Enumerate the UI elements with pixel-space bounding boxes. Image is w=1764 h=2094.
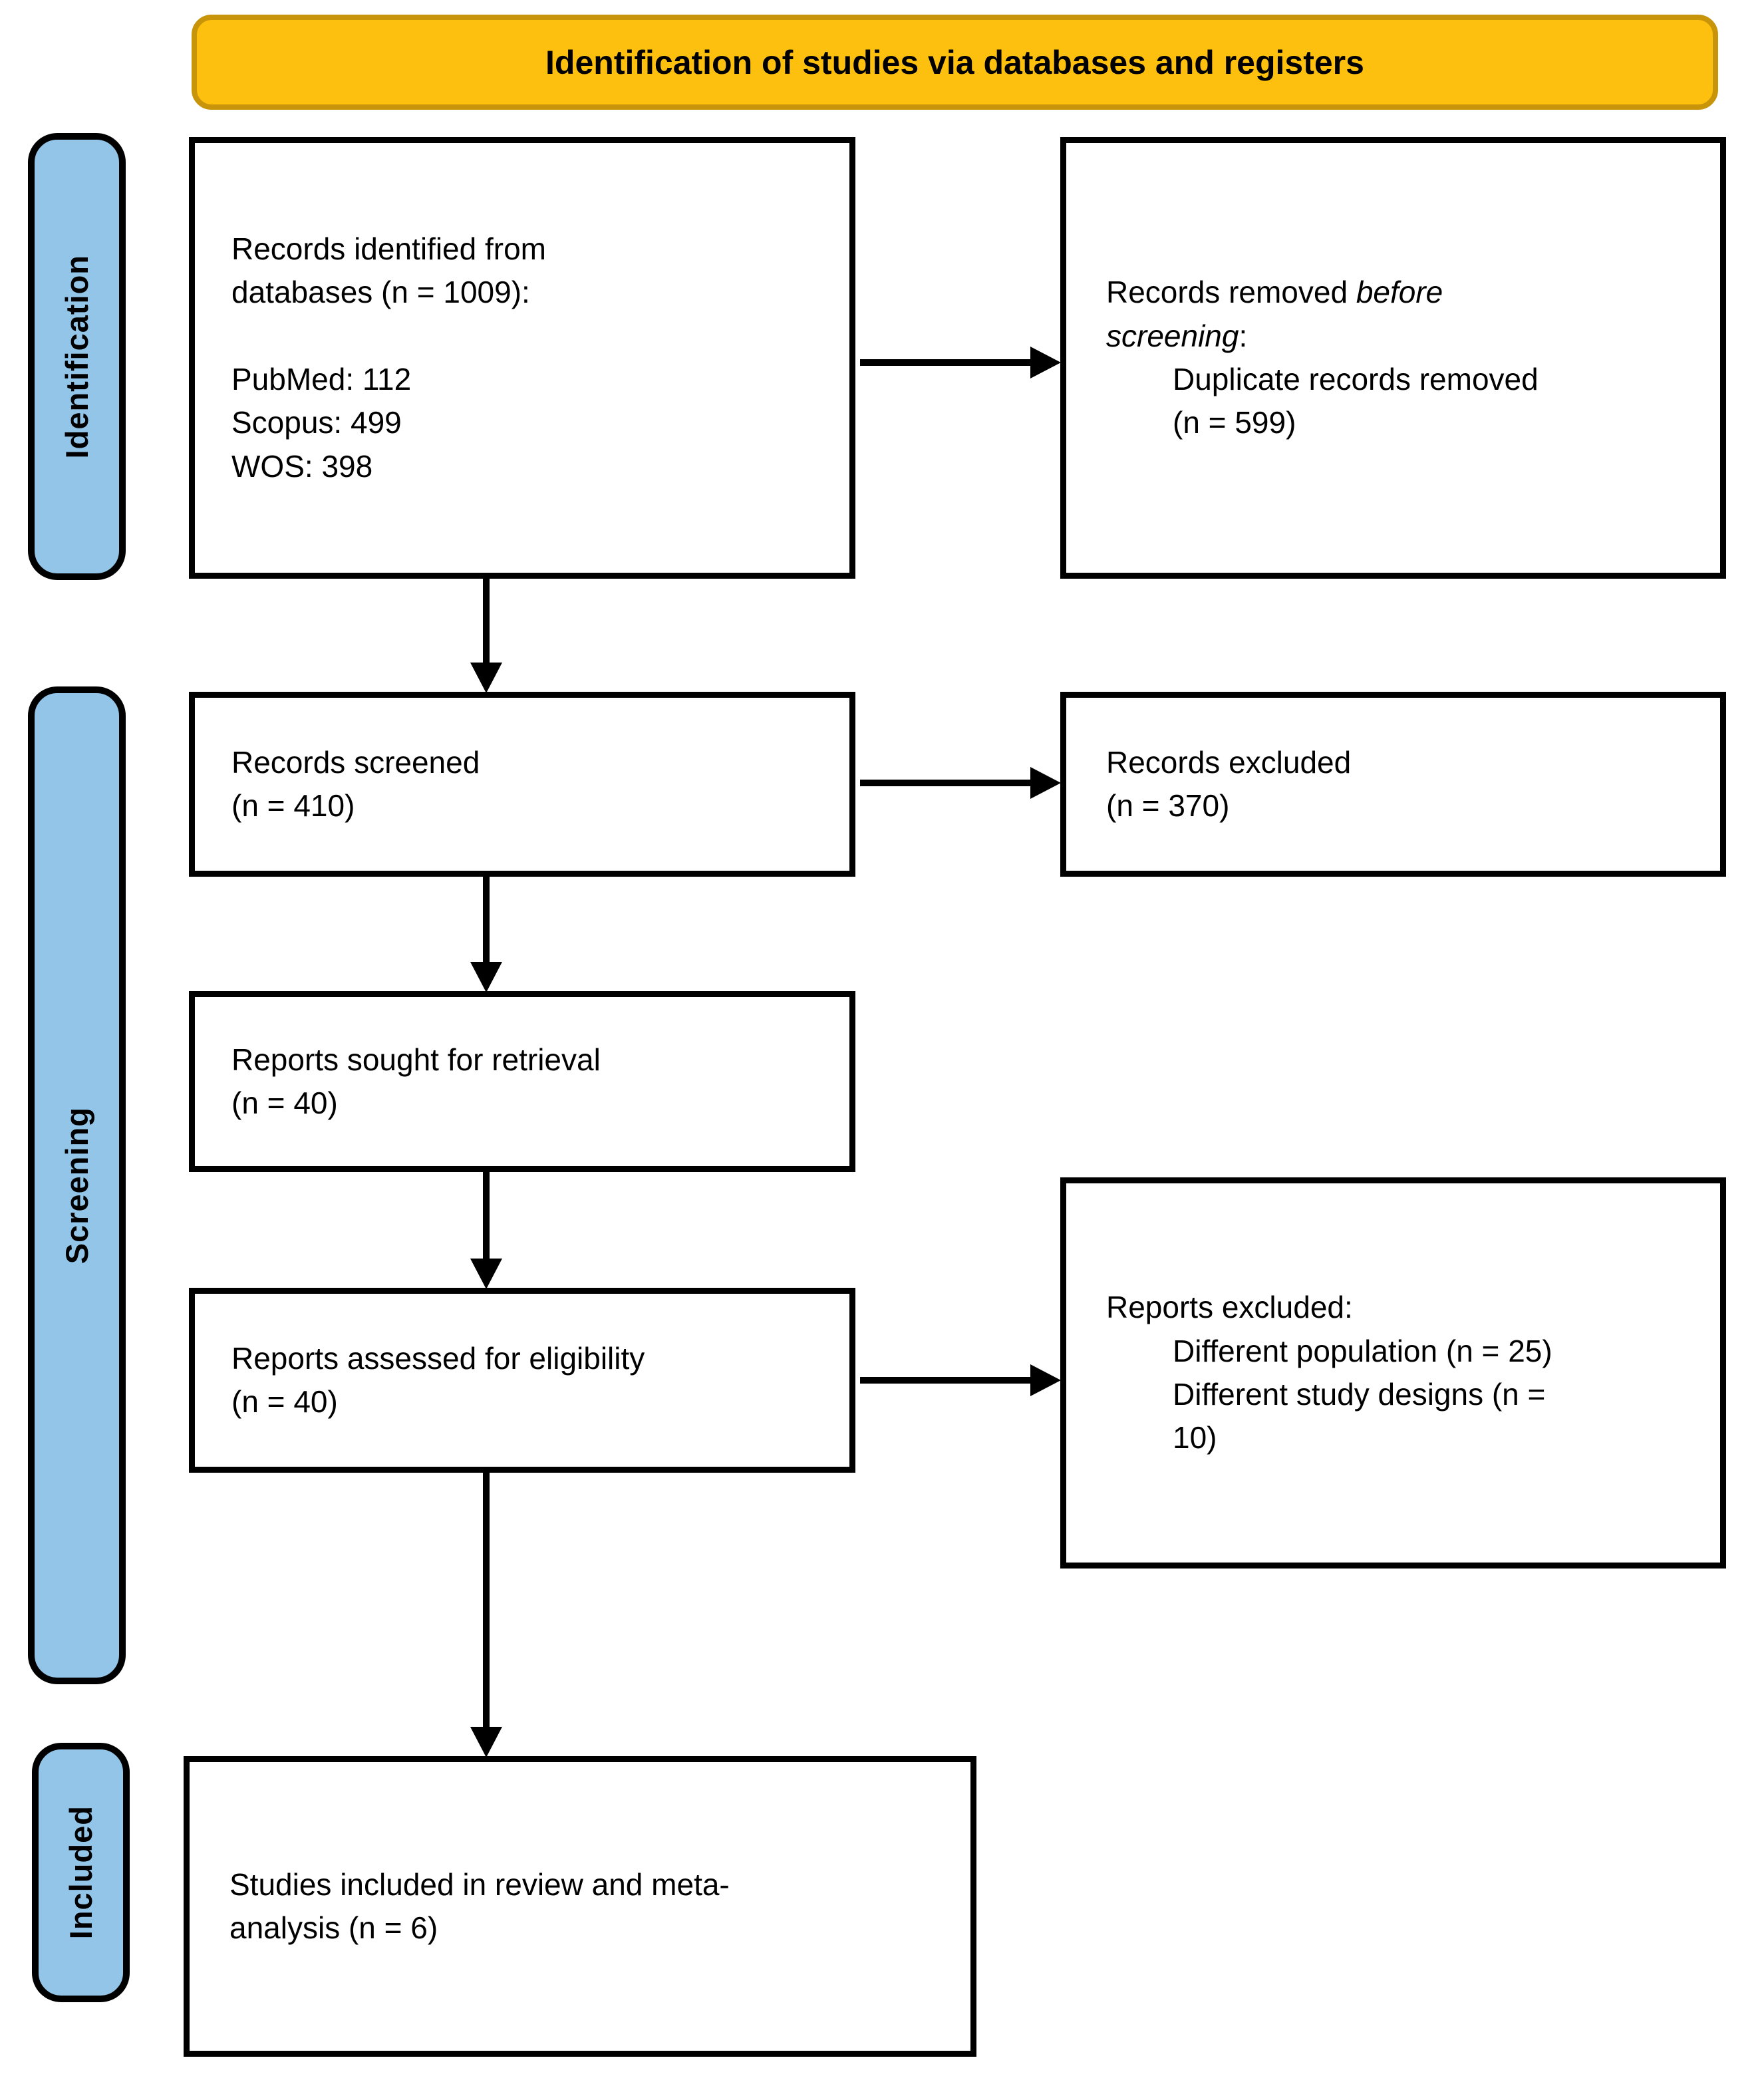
text-line: databases (n = 1009): — [231, 275, 530, 310]
box-records-screened: Records screened (n = 410) — [189, 692, 855, 877]
text-line: PubMed: 112 — [231, 362, 412, 396]
text-line: (n = 599) — [1173, 405, 1296, 440]
arrow-head-down-icon — [470, 1727, 502, 1757]
arrow-shaft — [483, 579, 490, 665]
arrow-shaft — [483, 1473, 490, 1729]
text-line: (n = 40) — [231, 1086, 338, 1120]
text-line: (n = 370) — [1106, 788, 1230, 823]
text-line: Different study designs (n = — [1173, 1377, 1546, 1412]
text-line: (n = 410) — [231, 788, 355, 823]
text-line: (n = 40) — [231, 1384, 338, 1419]
text-line: Reports sought for retrieval — [231, 1042, 601, 1077]
text-line: WOS: 398 — [231, 448, 373, 484]
arrow-shaft — [483, 1172, 490, 1261]
box-records-removed-before-screening: Records removed before screening: Duplic… — [1060, 137, 1726, 579]
box-records-excluded: Records excluded (n = 370) — [1060, 692, 1726, 877]
box-records-identified: Records identified from databases (n = 1… — [189, 137, 855, 579]
stage-label-screening: Screening — [59, 1106, 94, 1265]
arrow-shaft — [860, 780, 1033, 786]
arrow-head-right-icon — [1030, 1364, 1061, 1396]
box-studies-included: Studies included in review and meta- ana… — [184, 1756, 976, 2057]
text-line: Duplicate records removed — [1173, 362, 1539, 396]
box-reports-assessed-for-eligibility: Reports assessed for eligibility (n = 40… — [189, 1288, 855, 1473]
text-line: 10) — [1173, 1420, 1217, 1455]
text-segment: Records removed — [1106, 275, 1356, 310]
arrow-head-down-icon — [470, 663, 502, 693]
text-line: Records removed before — [1106, 271, 1700, 314]
arrow-assessed-to-excluded — [860, 1360, 1061, 1401]
text-segment: : — [1239, 318, 1248, 353]
text-line: Records identified from — [231, 231, 546, 267]
text-line: screening: — [1106, 315, 1700, 358]
stage-bar-screening: Screening — [28, 686, 126, 1684]
arrow-head-right-icon — [1030, 767, 1061, 799]
diagram-title: Identification of studies via databases … — [545, 43, 1364, 81]
text-line — [231, 315, 829, 358]
stage-label-included: Included — [63, 1805, 98, 1940]
text-segment-italic: before — [1356, 275, 1443, 310]
text-line: Studies included in review and meta- — [229, 1867, 730, 1902]
stage-label-identification: Identification — [59, 254, 94, 459]
stage-bar-identification: Identification — [28, 133, 126, 580]
box-reports-excluded: Reports excluded: Different population (… — [1060, 1177, 1726, 1569]
arrow-screened-to-sought — [466, 877, 507, 992]
arrow-identified-to-screened — [466, 579, 507, 693]
arrow-shaft — [860, 1377, 1033, 1384]
text-line: Scopus: 499 — [231, 405, 402, 440]
diagram-title-banner: Identification of studies via databases … — [192, 15, 1718, 110]
text-line: Reports excluded: — [1106, 1290, 1353, 1325]
box-reports-sought-for-retrieval: Reports sought for retrieval (n = 40) — [189, 991, 855, 1172]
stage-bar-included: Included — [32, 1743, 130, 2002]
arrow-identified-to-removed — [860, 342, 1061, 383]
arrow-sought-to-assessed — [466, 1172, 507, 1289]
arrow-head-down-icon — [470, 962, 502, 992]
text-line: analysis (n = 6) — [229, 1910, 438, 1945]
text-segment-italic: screening — [1106, 318, 1239, 353]
arrow-head-right-icon — [1030, 347, 1061, 378]
arrow-screened-to-excluded — [860, 762, 1061, 804]
text-line: Different population (n = 25) — [1173, 1333, 1552, 1368]
text-line: Records excluded — [1106, 744, 1352, 780]
text-line: Records screened — [231, 744, 480, 780]
arrow-assessed-to-included — [466, 1473, 507, 1757]
arrow-shaft — [860, 359, 1033, 366]
arrow-shaft — [483, 877, 490, 965]
arrow-head-down-icon — [470, 1259, 502, 1289]
text-line: Reports assessed for eligibility — [231, 1340, 645, 1376]
